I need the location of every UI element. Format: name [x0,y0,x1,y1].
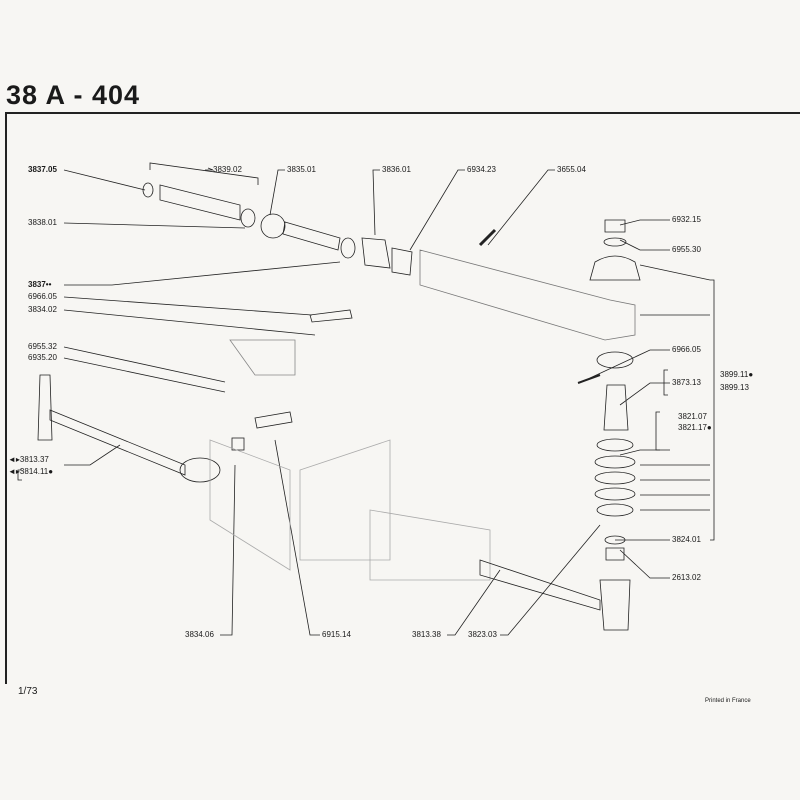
part-label-3823-03: 3823.03 [468,630,497,639]
part-label-6966-05-b: 6966.05 [672,345,701,354]
part-label-3824-01: 3824.01 [672,535,701,544]
part-label-3899-13: 3899.13 [720,383,749,392]
part-label-3814-11: ◄▸3814.11● [8,467,54,476]
part-label-3836-01: 3836.01 [382,165,411,174]
part-label-3821-07: 3821.07 [678,412,707,421]
page-title: 38 A - 404 [6,80,141,110]
part-label-3813-38: 3813.38 [412,630,441,639]
part-label-6934-23: 6934.23 [467,165,496,174]
leader-lines [17,162,715,636]
part-label-3873-13: 3873.13 [672,378,701,387]
diagram-frame [5,112,800,684]
part-label-3813-37: ◄▸3813.37 [8,455,49,464]
part-label-3899-11: 3899.11● [720,370,754,379]
page-number: 1/73 [18,686,38,697]
part-label-3834-06: 3834.06 [185,630,214,639]
part-label-3835-01: 3835.01 [287,165,316,174]
part-label-6915-14: 6915.14 [322,630,351,639]
part-label-6955-32: 6955.32 [28,342,57,351]
part-label-3821-17: 3821.17● [678,423,712,432]
parts [37,182,641,631]
part-label-6935-20: 6935.20 [28,353,57,362]
part-label-3837: 3837•• [28,280,52,289]
part-label-3838-01: 3838.01 [28,218,57,227]
printed-note: Printed in France [705,698,751,704]
part-label-3839-02: 3839.02 [213,165,242,174]
part-label-6955-30: 6955.30 [672,245,701,254]
part-label-3837-05: 3837.05 [28,165,57,174]
spring-boot-rings [594,438,636,545]
part-label-6932-15: 6932.15 [672,215,701,224]
part-label-2613-02: 2613.02 [672,573,701,582]
part-label-3834-02: 3834.02 [28,305,57,314]
part-label-6966-05: 6966.05 [28,292,57,301]
part-label-3655-04: 3655.04 [557,165,586,174]
